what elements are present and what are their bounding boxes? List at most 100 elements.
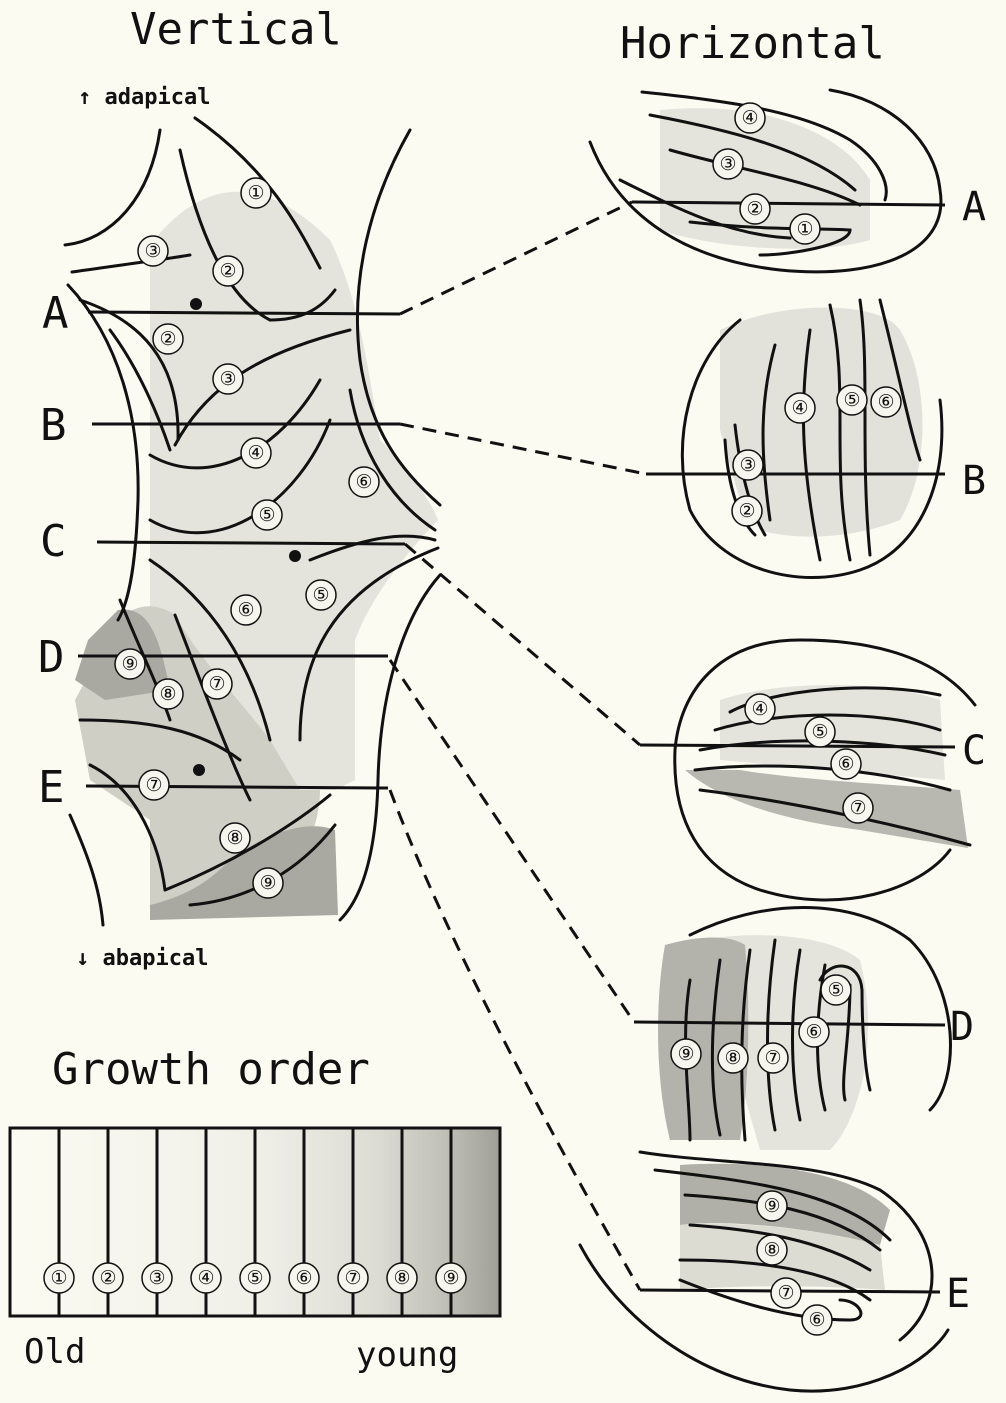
section-label-a: A	[42, 288, 69, 339]
horizontal-section-c: C ④ ⑤ ⑥ ⑦	[640, 640, 986, 900]
connector-a	[400, 202, 632, 314]
vertical-left-wall-bottom	[70, 815, 103, 925]
svg-text:⑨: ⑨	[121, 653, 138, 675]
svg-text:②: ②	[219, 260, 236, 282]
legend-number-3: ③	[148, 1267, 165, 1289]
horizontal-section-b: B ④ ⑤ ⑥ ③ ②	[646, 300, 986, 578]
hA-label: A	[962, 184, 986, 230]
vertical-number-7b: ⑦	[139, 770, 169, 800]
svg-text:②: ②	[738, 500, 755, 522]
horizontal-title: Horizontal	[620, 18, 885, 69]
growth-order-title: Growth order	[52, 1044, 370, 1095]
adapical-label: ↑ adapical	[78, 85, 210, 110]
svg-text:⑤: ⑤	[258, 504, 275, 526]
svg-text:⑥: ⑥	[808, 1309, 825, 1331]
legend-number-7: ⑦	[344, 1267, 361, 1289]
connector-b	[400, 424, 646, 474]
hC-label: C	[962, 728, 986, 774]
vertical-dot-e	[193, 764, 205, 776]
svg-text:④: ④	[247, 442, 264, 464]
vertical-number-7a: ⑦	[202, 669, 232, 699]
connector-c	[405, 544, 640, 745]
horizontal-section-e: E ⑨ ⑧ ⑦ ⑥	[580, 1152, 970, 1391]
svg-text:⑦: ⑦	[145, 774, 162, 796]
vertical-number-8b: ⑧	[220, 823, 250, 853]
svg-text:⑨: ⑨	[677, 1043, 694, 1065]
vertical-number-4: ④	[241, 438, 271, 468]
svg-text:⑦: ⑦	[777, 1282, 794, 1304]
section-line-a	[88, 312, 400, 314]
svg-text:⑧: ⑧	[159, 683, 176, 705]
svg-text:⑧: ⑧	[226, 827, 243, 849]
svg-text:⑥: ⑥	[805, 1021, 822, 1043]
svg-text:⑦: ⑦	[208, 673, 225, 695]
svg-text:③: ③	[739, 454, 756, 476]
vertical-number-3a: ③	[138, 236, 168, 266]
vertical-number-3b: ③	[213, 364, 243, 394]
svg-text:⑦: ⑦	[764, 1047, 781, 1069]
svg-text:⑥: ⑥	[877, 391, 894, 413]
legend-old-label: Old	[24, 1332, 85, 1372]
vertical-number-1: ①	[241, 178, 271, 208]
svg-text:③: ③	[719, 153, 736, 175]
legend-number-6: ⑥	[295, 1267, 312, 1289]
svg-text:①: ①	[247, 182, 264, 204]
section-label-d: D	[38, 632, 65, 683]
svg-text:③: ③	[219, 368, 236, 390]
svg-text:②: ②	[159, 328, 176, 350]
svg-text:④: ④	[741, 107, 758, 129]
abapical-label: ↓ abapical	[76, 946, 208, 971]
section-line-e	[86, 786, 388, 788]
vertical-left-outline	[65, 130, 160, 245]
legend-marks: ①②③④⑤⑥⑦⑧⑨	[44, 1128, 466, 1316]
section-label-b: B	[40, 400, 67, 451]
hB-label: B	[962, 458, 986, 504]
growth-order-legend: Growth order ①②③④⑤⑥⑦⑧⑨ Old young	[10, 1044, 500, 1375]
svg-text:⑥: ⑥	[837, 753, 854, 775]
legend-number-5: ⑤	[246, 1267, 263, 1289]
legend-number-1: ①	[50, 1267, 67, 1289]
hD-dark-shade	[658, 938, 748, 1141]
legend-young-label: young	[356, 1335, 458, 1375]
vertical-number-5a: ⑤	[252, 500, 282, 530]
svg-text:⑤: ⑤	[811, 721, 828, 743]
svg-text:⑨: ⑨	[763, 1195, 780, 1217]
legend-number-2: ②	[99, 1267, 116, 1289]
vertical-dot-a	[190, 298, 202, 310]
section-label-c: C	[40, 516, 67, 567]
svg-text:⑤: ⑤	[827, 979, 844, 1001]
connector-d	[390, 660, 634, 1022]
hC-section-line	[640, 745, 955, 747]
hE-label: E	[946, 1271, 970, 1317]
svg-text:⑥: ⑥	[355, 471, 372, 493]
svg-text:③: ③	[144, 240, 161, 262]
svg-text:②: ②	[746, 198, 763, 220]
vertical-left-wall	[68, 285, 138, 620]
vertical-number-9a: ⑨	[115, 649, 145, 679]
svg-text:⑦: ⑦	[849, 797, 866, 819]
svg-text:⑥: ⑥	[237, 599, 254, 621]
svg-text:⑤: ⑤	[843, 389, 860, 411]
vertical-title: Vertical	[130, 4, 342, 55]
svg-text:⑧: ⑧	[763, 1239, 780, 1261]
vertical-number-2a: ②	[213, 256, 243, 286]
legend-number-4: ④	[197, 1267, 214, 1289]
vertical-number-6b: ⑥	[231, 595, 261, 625]
svg-text:⑧: ⑧	[724, 1047, 741, 1069]
vertical-number-6a: ⑥	[349, 467, 379, 497]
svg-text:④: ④	[751, 698, 768, 720]
vertical-number-2b: ②	[153, 324, 183, 354]
section-label-e: E	[38, 762, 65, 813]
hC-dark-shade	[685, 770, 968, 848]
vertical-number-8a: ⑧	[153, 679, 183, 709]
legend-number-9: ⑨	[442, 1267, 459, 1289]
svg-text:④: ④	[791, 397, 808, 419]
vertical-number-9b: ⑨	[253, 868, 283, 898]
horizontal-section-d: D ⑤ ⑥ ⑨ ⑧ ⑦	[634, 908, 974, 1151]
svg-text:⑤: ⑤	[312, 584, 329, 606]
svg-text:①: ①	[796, 218, 813, 240]
hD-label: D	[950, 1004, 974, 1050]
horizontal-section-a: A ④ ③ ② ①	[590, 90, 986, 272]
